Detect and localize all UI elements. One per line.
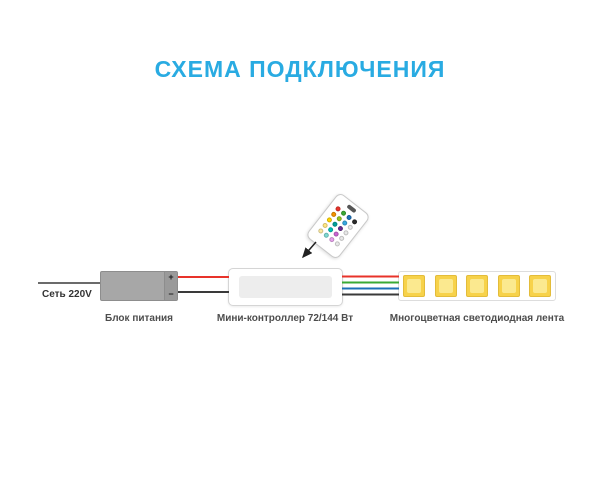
led-chip-center bbox=[407, 279, 421, 293]
ir-emitter-icon bbox=[346, 204, 357, 214]
psu-minus-terminal: − bbox=[168, 289, 174, 299]
psu-plus-terminal: + bbox=[168, 272, 174, 282]
remote-button bbox=[351, 218, 359, 226]
remote-button bbox=[333, 240, 341, 248]
mains-label: Сеть 220V bbox=[42, 289, 92, 300]
ir-remote bbox=[305, 191, 371, 261]
remote-button bbox=[342, 229, 350, 237]
psu-terminals: + − bbox=[164, 272, 177, 300]
led-chip-center bbox=[533, 279, 547, 293]
led-chip bbox=[466, 275, 488, 297]
remote-button bbox=[338, 234, 346, 242]
remote-arrow-icon bbox=[302, 241, 317, 259]
controller-label: Мини-контроллер 72/144 Вт bbox=[216, 313, 354, 324]
remote-button bbox=[346, 223, 354, 231]
mini-controller bbox=[228, 268, 343, 306]
led-chip-center bbox=[501, 279, 516, 293]
mini-controller-body bbox=[239, 276, 332, 298]
strip-label: Многоцветная светодиодная лента bbox=[389, 313, 565, 324]
led-chip bbox=[434, 275, 457, 297]
led-row bbox=[399, 272, 555, 300]
psu-label: Блок питания bbox=[105, 313, 173, 324]
led-chip-center bbox=[470, 279, 484, 293]
diagram-title: СХЕМА ПОДКЛЮЧЕНИЯ bbox=[154, 56, 446, 82]
led-chip bbox=[497, 275, 520, 297]
led-chip bbox=[403, 275, 425, 297]
led-strip bbox=[398, 271, 556, 301]
power-supply-unit: + − bbox=[100, 271, 178, 301]
led-chip bbox=[529, 275, 551, 297]
led-chip-center bbox=[438, 279, 453, 293]
